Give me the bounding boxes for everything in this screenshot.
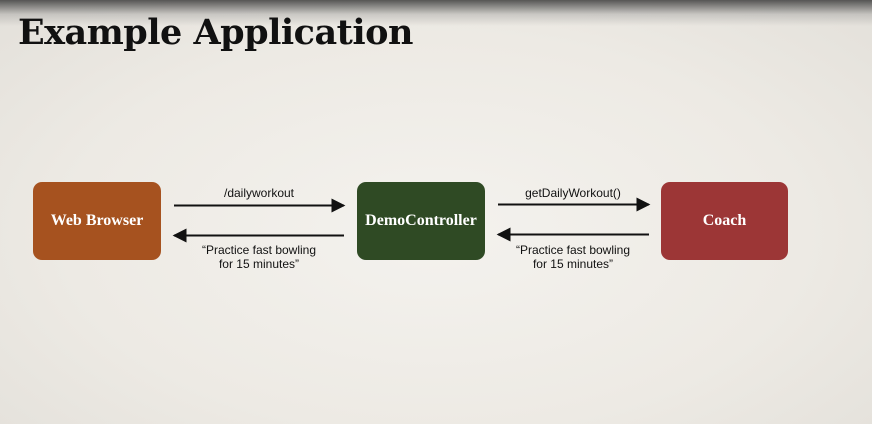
request-path-label: /dailyworkout <box>223 186 295 200</box>
web-browser-node: Web Browser <box>33 182 161 260</box>
controller-response-label: “Practice fast bowling for 15 minutes” <box>174 243 344 271</box>
coach-response-line-2: for 15 minutes” <box>532 257 614 271</box>
demo-controller-label: DemoController <box>365 212 477 229</box>
coach-label: Coach <box>702 212 747 229</box>
controller-response-line-1: “Practice fast bowling <box>201 243 317 257</box>
slide-title: Example Application <box>18 12 413 53</box>
coach-node: Coach <box>661 182 788 260</box>
method-call-label: getDailyWorkout() <box>525 186 621 200</box>
web-browser-label: Web Browser <box>50 212 144 229</box>
coach-response-line-1: “Practice fast bowling <box>515 243 631 257</box>
coach-response-label: “Practice fast bowling for 15 minutes” <box>498 243 648 271</box>
controller-response-line-2: for 15 minutes” <box>218 257 300 271</box>
demo-controller-node: DemoController <box>357 182 485 260</box>
